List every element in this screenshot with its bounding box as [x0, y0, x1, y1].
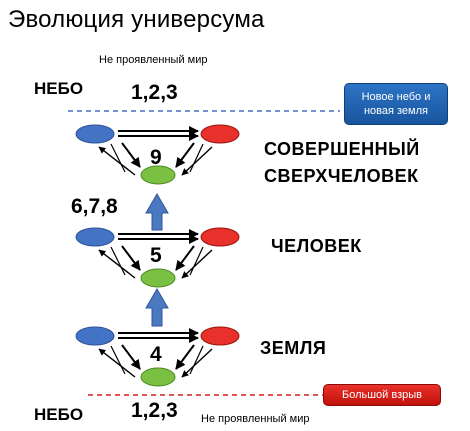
level-4-arrow-right-outer [181, 348, 213, 378]
new-heaven-callout-line1: Новое небо и [361, 90, 431, 103]
level-9-arrow-right-inner [175, 142, 195, 168]
page-title: Эволюция универсума [8, 6, 265, 33]
level-5-blue-node [75, 227, 115, 247]
level-4-arrow-left-outer [98, 348, 136, 378]
level-4-green-node [140, 367, 176, 387]
level-9-edge-left [110, 143, 126, 173]
level-4-arrow-left-inner [121, 344, 141, 370]
top-caption: Не проявленный мир [99, 54, 208, 66]
level-4-arrow-right-inner [175, 344, 195, 370]
level-5-arrow-right-inner [175, 245, 195, 271]
level-4-red-node [200, 326, 240, 346]
new-heaven-callout-line2: новая земля [363, 105, 428, 117]
new-heaven-callout: Новое небо и новая земля [344, 83, 448, 125]
bottom-numbers: 1,2,3 [131, 399, 178, 422]
level-9-arrow-left-inner [121, 142, 141, 168]
level-5-edge-left [110, 246, 126, 276]
up-arrow-lower [145, 288, 169, 327]
level-9-red-node [200, 124, 240, 144]
level-4-blue-node [75, 326, 115, 346]
level-5-red-node [200, 227, 240, 247]
level-4-edge-right [189, 345, 204, 375]
up-arrow-upper [145, 193, 169, 231]
level-9-blue-node [75, 124, 115, 144]
level-5-edge-right [189, 246, 204, 276]
level-5-arrow-left-outer [98, 249, 136, 279]
level-9-edge-right [189, 143, 204, 173]
level-9-green-node [140, 165, 176, 185]
level-4-edge-left [110, 345, 126, 375]
top-heaven-label: НЕБО [34, 79, 84, 98]
top-numbers: 1,2,3 [131, 81, 178, 104]
level-5-green-node [140, 268, 176, 288]
level-9-arrow-right-outer [181, 146, 213, 176]
bottom-caption: Не проявленный мир [201, 413, 310, 425]
transition-numbers: 6,7,8 [71, 195, 118, 218]
level-5-number: 5 [150, 244, 162, 267]
big-bang-callout: Большой взрыв [323, 384, 441, 406]
level-9-label-line1: СОВЕРШЕННЫЙ [264, 139, 420, 159]
bottom-heaven-label: НЕБО [34, 405, 84, 424]
level-9-label-line2: СВЕРХЧЕЛОВЕК [264, 166, 419, 186]
level-5-arrow-right-outer [181, 249, 213, 279]
level-5-arrow-left-inner [121, 245, 141, 271]
level-triads [75, 124, 240, 387]
level-4-number: 4 [150, 343, 162, 366]
level-9-number: 9 [150, 146, 162, 169]
level-9-arrow-left-outer [98, 146, 136, 176]
level-5-label: ЧЕЛОВЕК [271, 236, 362, 256]
level-4-label: ЗЕМЛЯ [260, 338, 327, 358]
